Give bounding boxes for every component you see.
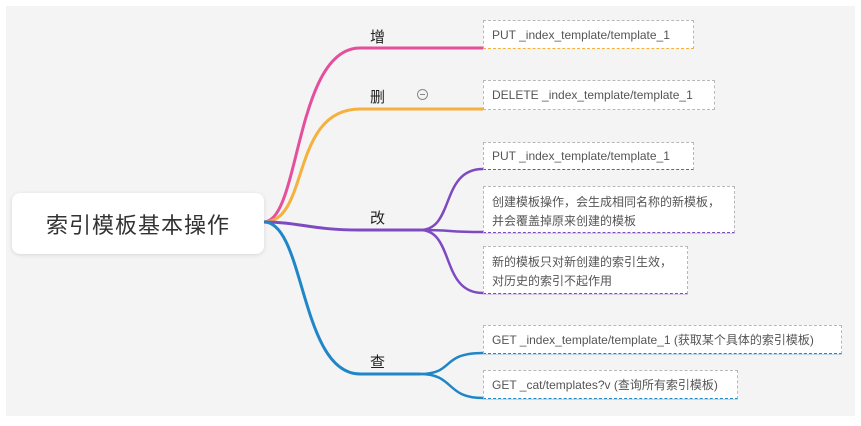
root-node[interactable]: 索引模板基本操作 bbox=[12, 193, 264, 254]
branch-label-modify[interactable]: 改 bbox=[370, 210, 386, 227]
leaf-query-1[interactable]: GET _index_template/template_1 (获取某个具体的索… bbox=[483, 325, 842, 354]
leaf-query-2[interactable]: GET _cat/templates?v (查询所有索引模板) bbox=[483, 370, 738, 399]
leaf-modify-1[interactable]: PUT _index_template/template_1 bbox=[483, 142, 694, 170]
connector-query-2 bbox=[419, 372, 738, 400]
branch-label-add[interactable]: 增 bbox=[370, 29, 386, 46]
branch-label-delete[interactable]: 删 bbox=[370, 89, 386, 106]
connector-query bbox=[263, 220, 420, 376]
leaf-delete-1[interactable]: DELETE _index_template/template_1 bbox=[483, 80, 715, 110]
leaf-add-1[interactable]: PUT _index_template/template_1 bbox=[483, 20, 694, 49]
connector-modify-2 bbox=[419, 228, 735, 234]
connector-modify bbox=[263, 220, 420, 232]
root-label: 索引模板基本操作 bbox=[45, 212, 230, 238]
branch-label-query[interactable]: 查 bbox=[370, 354, 386, 371]
connector-query-1 bbox=[419, 351, 842, 376]
connector-delete bbox=[263, 107, 483, 224]
connector-modify-1 bbox=[419, 167, 484, 232]
minus-circle-icon[interactable] bbox=[417, 89, 428, 100]
connector-add bbox=[263, 46, 483, 224]
connector-modify-3 bbox=[419, 228, 688, 295]
leaf-modify-2[interactable]: 创建模板操作，会生成相同名称的新模板，并会覆盖掉原来创建的模板 bbox=[483, 186, 735, 233]
leaf-modify-3[interactable]: 新的模板只对新创建的索引生效，对历史的索引不起作用 bbox=[483, 246, 688, 294]
